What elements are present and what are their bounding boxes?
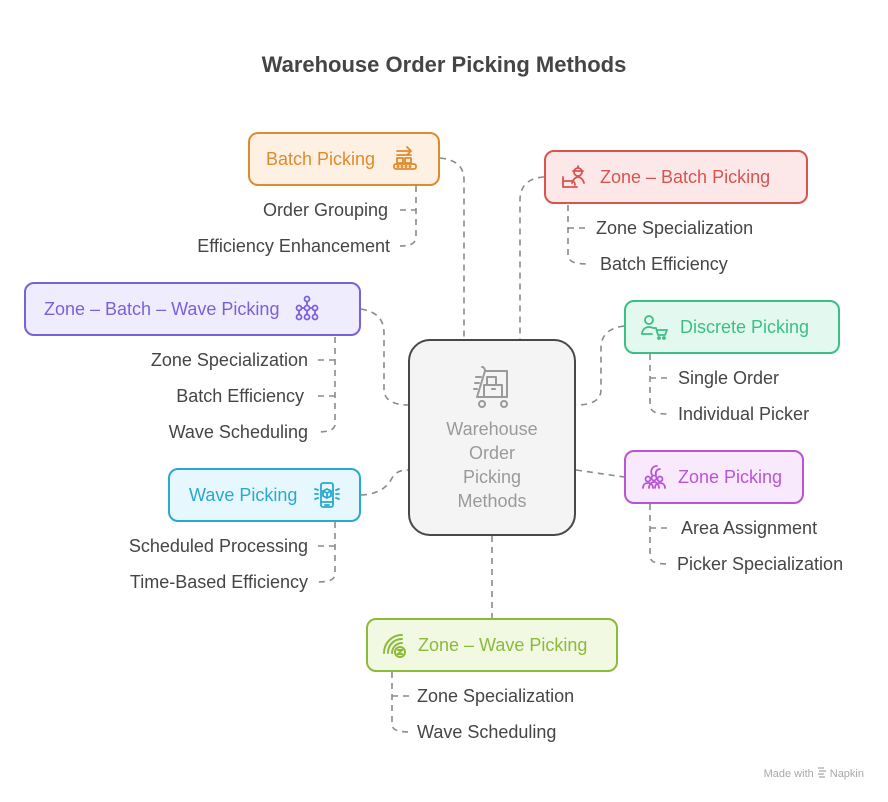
child-single-order: Single Order [678, 368, 780, 388]
node-label: Wave Picking [189, 484, 298, 505]
connector-zone-batch [519, 176, 545, 339]
connector-zone-batch-wave [360, 308, 409, 406]
node-label: Zone – Batch Picking [600, 166, 771, 187]
child-order-grouping: Order Grouping [262, 200, 388, 220]
node-label: Batch Picking [266, 148, 376, 169]
node-zone-wave-picking[interactable]: Zone – Wave Picking [366, 618, 618, 672]
footer-text: Made with [763, 768, 814, 780]
diagram-title: Warehouse Order Picking Methods [261, 52, 627, 77]
child-batch-efficiency: Batch Efficiency [600, 254, 728, 274]
conveyor-belt-icon [391, 145, 419, 173]
node-label: Discrete Picking [680, 316, 810, 337]
child-time-based-efficiency: Time-Based Efficiency [129, 572, 308, 592]
bracket-discrete [649, 354, 669, 415]
connector-wave [360, 469, 409, 496]
child-zone-specialization: Zone Specialization [417, 686, 575, 706]
node-zone-batch-picking[interactable]: Zone – Batch Picking [544, 150, 808, 204]
node-discrete-picking[interactable]: Discrete Picking [624, 300, 840, 354]
bracket-batch [399, 186, 417, 247]
bracket-zone-batch-wave [317, 337, 336, 433]
child-wave-scheduling: Wave Scheduling [417, 722, 557, 742]
team-zone-icon [640, 463, 668, 491]
child-scheduled-processing: Scheduled Processing [128, 536, 308, 556]
node-batch-picking[interactable]: Batch Picking [248, 132, 440, 186]
node-label: Zone – Batch – Wave Picking [44, 298, 280, 319]
footer-attribution: Made with Napkin [764, 767, 864, 781]
central-label-line: Methods [457, 491, 527, 511]
node-label: Zone Picking [678, 466, 783, 487]
central-label-line: Picking [462, 467, 522, 487]
child-efficiency-enhancement: Efficiency Enhancement [197, 236, 390, 256]
bracket-zone [649, 504, 669, 565]
central-label-line: Order [468, 443, 515, 463]
connector-batch [439, 157, 465, 339]
node-wave-picking[interactable]: Wave Picking [168, 468, 361, 522]
central-label-line: Warehouse [446, 419, 538, 439]
child-zone-specialization: Zone Specialization [596, 218, 754, 238]
bracket-zone-wave [391, 672, 411, 733]
mobile-package-icon [313, 481, 341, 509]
child-area-assignment: Area Assignment [681, 518, 818, 538]
bracket-wave [317, 522, 336, 583]
signal-zone-icon [380, 631, 408, 659]
child-picker-specialization: Picker Specialization [677, 554, 844, 574]
connector-discrete [575, 325, 625, 406]
napkin-logo-icon [817, 767, 827, 781]
person-cart-icon [640, 313, 668, 341]
node-zone-batch-wave-picking[interactable]: Zone – Batch – Wave Picking [24, 282, 361, 336]
central-topic[interactable]: Warehouse Order Picking Methods [408, 339, 576, 536]
footer-brand: Napkin [829, 768, 864, 780]
worker-helmet-icon [560, 163, 588, 191]
connector-zone [575, 469, 625, 478]
node-zone-picking[interactable]: Zone Picking [624, 450, 804, 504]
child-wave-scheduling: Wave Scheduling [168, 422, 308, 442]
child-zone-specialization: Zone Specialization [150, 350, 308, 370]
child-batch-efficiency: Batch Efficiency [176, 386, 304, 406]
warehouse-cart-icon [470, 363, 514, 411]
network-nodes-icon [293, 295, 321, 323]
child-individual-picker: Individual Picker [678, 404, 810, 424]
node-label: Zone – Wave Picking [418, 634, 588, 655]
central-label: Warehouse Order Picking Methods [410, 417, 574, 513]
bracket-zone-batch [567, 205, 591, 265]
